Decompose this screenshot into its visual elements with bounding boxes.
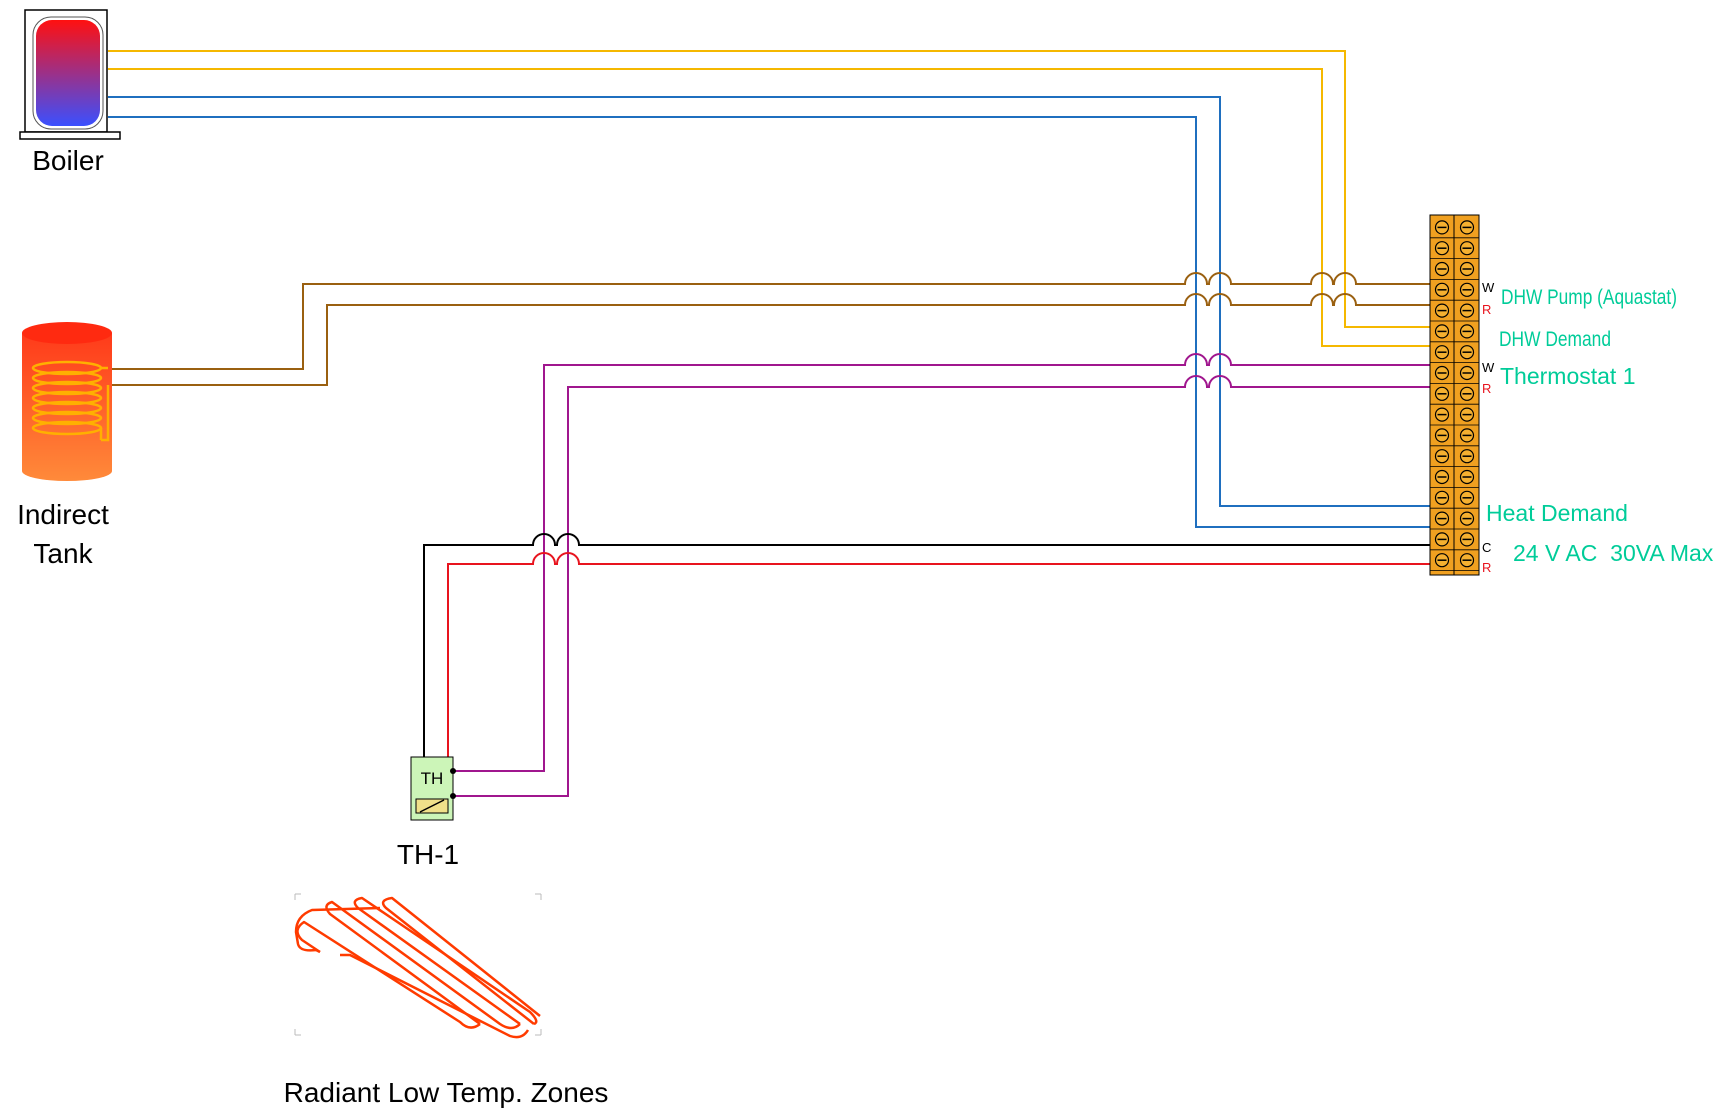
thermostat-switch-icon — [419, 799, 445, 813]
terminal-screws — [1430, 220, 1479, 571]
pin-r-dhw: R — [1482, 302, 1491, 317]
common-wire — [423, 533, 1433, 757]
pin-w-th1: W — [1482, 360, 1495, 375]
power-label: 24 V AC 30VA Max — [1513, 540, 1713, 566]
radiant-label: Radiant Low Temp. Zones — [284, 1077, 609, 1108]
pin-w-dhw: W — [1482, 280, 1495, 295]
thermostat-th1[interactable]: TH — [410, 756, 456, 821]
pin-r-power: R — [1482, 560, 1491, 575]
boiler-label: Boiler — [32, 145, 104, 176]
thermostat-wire-2 — [452, 375, 1433, 797]
terminal-block — [1429, 214, 1480, 576]
wires — [108, 50, 1433, 797]
dhw-demand-wire-2 — [108, 68, 1433, 347]
thermostat1-label: Thermostat 1 — [1500, 363, 1636, 389]
dhw-pump-wire-1 — [108, 272, 1433, 370]
dhw-pump-label: DHW Pump (Aquastat) — [1501, 286, 1677, 309]
dhw-demand-wire-1 — [108, 50, 1433, 328]
thermostat-text: TH — [421, 769, 444, 788]
power-r-wire — [447, 552, 1433, 757]
thermostat-label: TH-1 — [397, 839, 459, 870]
dhw-pump-wire-2 — [108, 293, 1433, 386]
heat-demand-label: Heat Demand — [1486, 500, 1628, 526]
dhw-demand-label: DHW Demand — [1499, 328, 1611, 351]
boiler[interactable] — [19, 9, 121, 140]
indirect-label-line2: Tank — [33, 538, 93, 569]
thermostat-wire-1 — [452, 353, 1433, 772]
radiant-coil-icon — [294, 896, 541, 1039]
indirect-tank[interactable] — [22, 322, 112, 481]
tank-coil-icon — [31, 360, 110, 442]
pin-r-th1: R — [1482, 381, 1491, 396]
indirect-label-line1: Indirect — [17, 499, 109, 530]
radiant-zone[interactable] — [294, 893, 542, 1039]
heat-demand-wire-2 — [108, 116, 1433, 528]
pin-c-power: C — [1482, 540, 1491, 555]
heat-demand-wire-1 — [108, 96, 1433, 507]
